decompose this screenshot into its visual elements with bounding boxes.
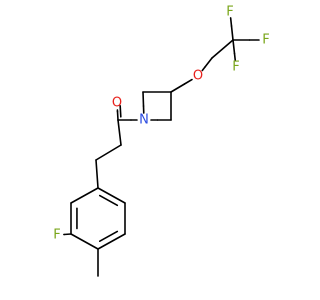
bond-cb-ipso bbox=[95, 159, 99, 189]
bond-cf3-ch2 bbox=[211, 39, 234, 59]
bond-ring-inner-2 bbox=[98, 230, 119, 243]
atom-o-carbonyl: O bbox=[112, 96, 122, 111]
bond-ring-4 bbox=[70, 233, 99, 250]
atom-f-left: F bbox=[232, 60, 239, 75]
atom-n-azetidine: N bbox=[139, 113, 149, 128]
structure-diagram: F F F O O N F bbox=[53, 5, 270, 277]
bond-o-azetidine-a bbox=[183, 78, 193, 85]
bond-ring-1 bbox=[97, 187, 126, 204]
atom-labels-layer: F F F O O N F bbox=[53, 5, 269, 243]
bond-aryl-f-a bbox=[63, 233, 72, 236]
bond-c-f-left-a bbox=[232, 39, 236, 55]
bonds-layer bbox=[63, 17, 260, 277]
bond-ring-inner-1 bbox=[98, 194, 119, 207]
bond-c-f-top-b bbox=[229, 17, 233, 27]
bond-ring-6 bbox=[70, 187, 99, 204]
bond-az-b-n-a bbox=[142, 91, 145, 107]
atom-f-aryl: F bbox=[53, 228, 60, 243]
bond-ch2-o-b bbox=[201, 66, 206, 72]
bond-carbonyl-ca bbox=[117, 119, 122, 146]
bond-c-o-2 bbox=[119, 104, 122, 118]
bond-ca-cb bbox=[95, 144, 122, 161]
bond-ring-3 bbox=[97, 233, 126, 250]
molecule-canvas: F F F O O N F bbox=[53, 5, 270, 277]
bond-c-f-top-a bbox=[230, 25, 234, 41]
atom-f-top: F bbox=[226, 5, 233, 20]
bond-o-azetidine-b bbox=[170, 83, 186, 93]
bond-c-f-left-b bbox=[233, 52, 237, 61]
bond-c-o-1-a bbox=[116, 110, 119, 121]
atom-o-ether: O bbox=[193, 69, 203, 84]
bond-ch2-o-a bbox=[204, 57, 213, 68]
atom-f-right: F bbox=[262, 33, 269, 48]
